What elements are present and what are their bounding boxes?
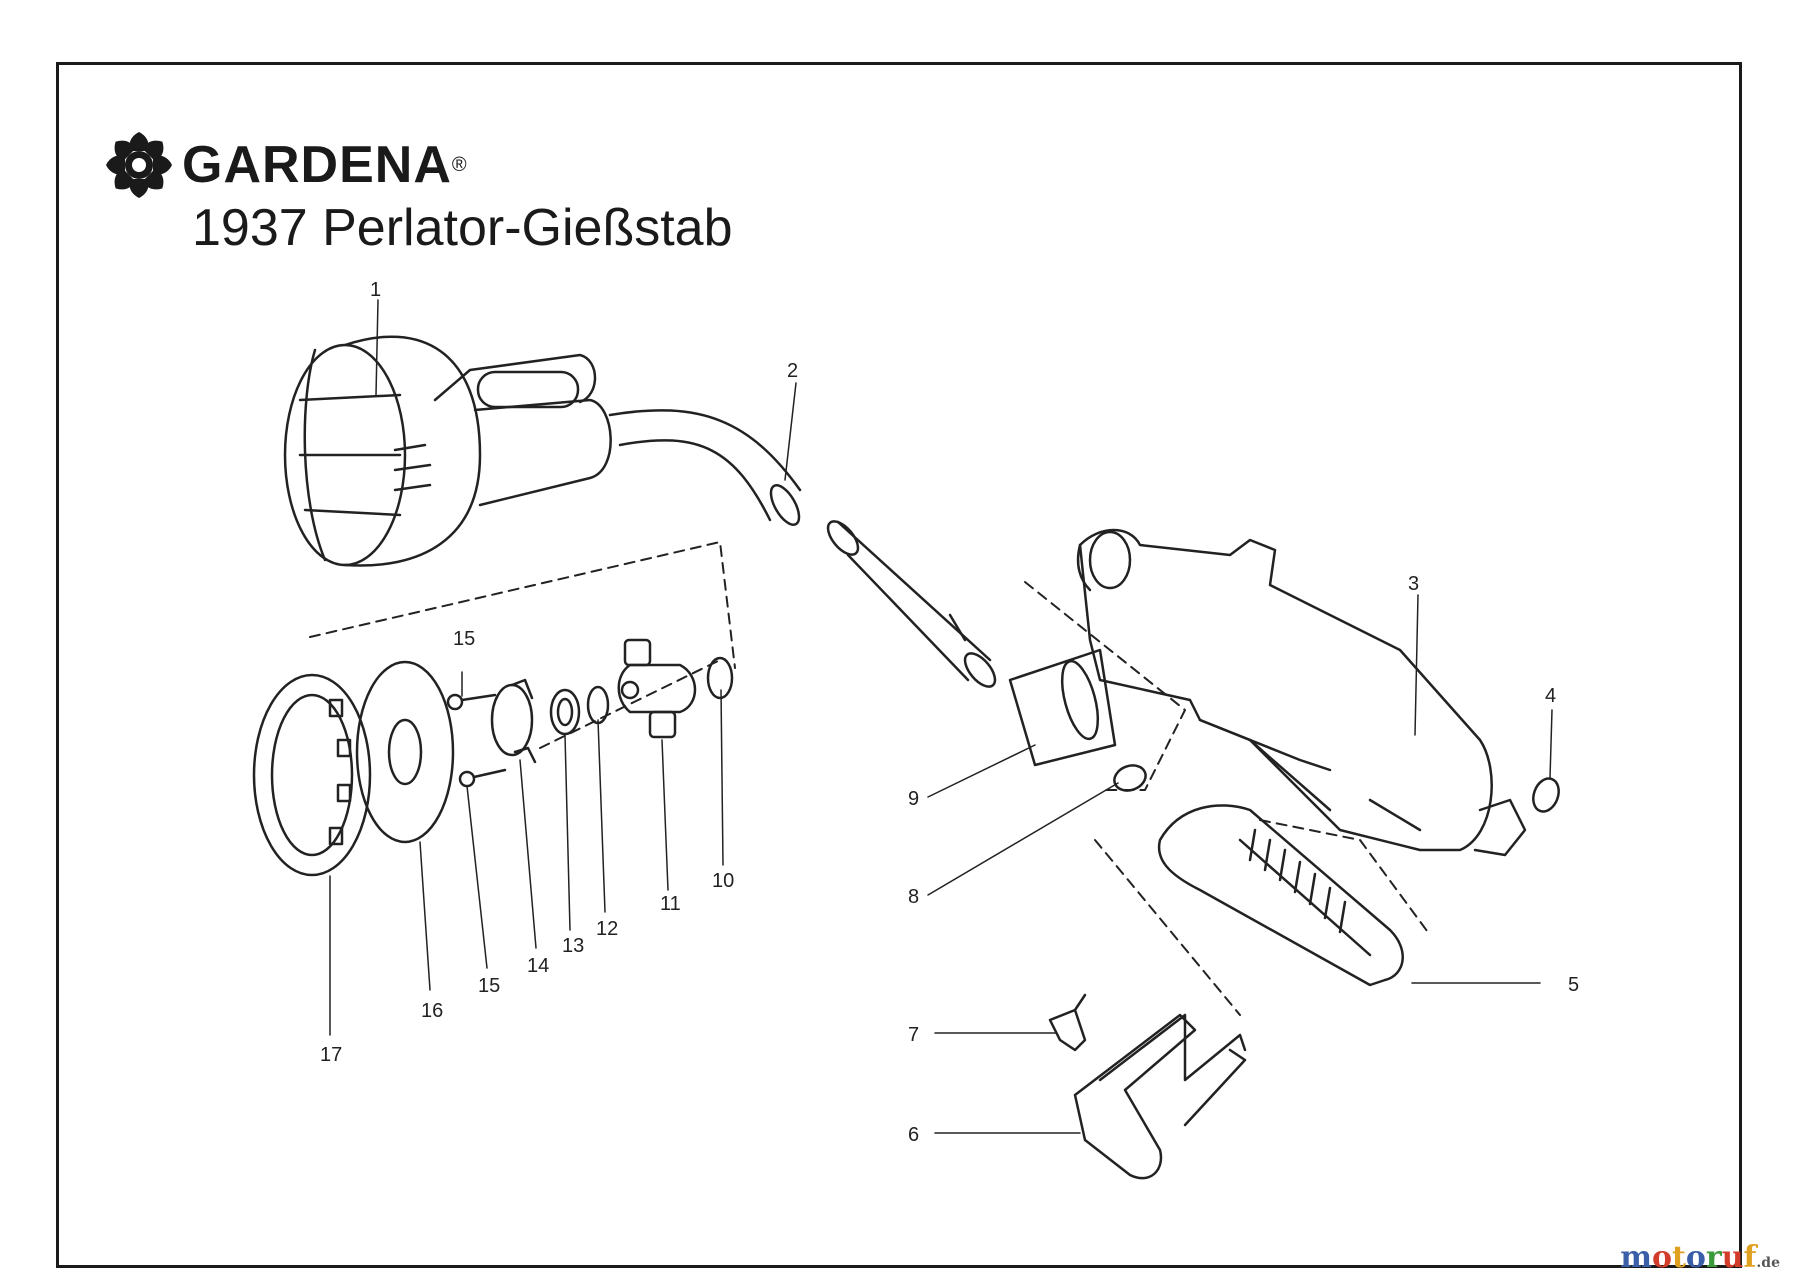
assembly-lines <box>309 541 1431 1016</box>
leader-lines <box>329 299 1553 1134</box>
part-15-screw-upper <box>446 693 497 711</box>
part-9-filter <box>1008 648 1117 767</box>
part-5-trigger <box>1157 804 1404 987</box>
watermark-letter: t <box>1672 1240 1686 1275</box>
drawing-frame <box>56 62 1742 1268</box>
callout-14: 14 <box>527 955 549 977</box>
gardena-logo: GARDENA® <box>104 130 467 200</box>
callout-12: 12 <box>596 918 618 940</box>
motoruf-watermark: motoruf.de <box>1620 1240 1780 1275</box>
part-2-tube <box>608 409 997 688</box>
callout-4: 4 <box>1545 685 1556 707</box>
callout-6: 6 <box>908 1124 919 1146</box>
part-3-handle <box>1076 528 1527 857</box>
callout-5: 5 <box>1568 974 1579 996</box>
callout-13: 13 <box>562 935 584 957</box>
gardena-flower-icon <box>106 132 172 198</box>
page-title: 1937 Perlator-Gießstab <box>192 199 733 257</box>
brand-name: GARDENA <box>182 136 452 194</box>
callout-15-lower: 15 <box>478 975 500 997</box>
part-4-o-ring <box>1532 777 1560 813</box>
part-14-cap <box>490 678 537 764</box>
part-6-bracket <box>1073 1013 1247 1180</box>
part-11-valve <box>617 638 697 739</box>
part-12-o-ring <box>586 685 610 725</box>
callout-17: 17 <box>320 1044 342 1066</box>
watermark-letter: f <box>1743 1240 1757 1275</box>
callout-11: 11 <box>660 893 681 915</box>
part-10-o-ring <box>706 656 734 700</box>
callout-7: 7 <box>908 1024 919 1046</box>
watermark-letter: u <box>1721 1240 1744 1275</box>
callout-2: 2 <box>787 360 798 382</box>
part-1-shower-head <box>283 335 612 567</box>
registered-mark: ® <box>451 153 467 176</box>
part-7-clip <box>1048 993 1087 1052</box>
watermark-letter: o <box>1652 1240 1673 1275</box>
part-13-perlator <box>549 688 581 736</box>
callout-16: 16 <box>421 1000 443 1022</box>
callout-10: 10 <box>712 870 734 892</box>
callout-9: 9 <box>908 788 919 810</box>
part-15-screw-lower <box>458 768 507 788</box>
callout-3: 3 <box>1408 573 1419 595</box>
part-8-o-ring <box>1113 764 1147 792</box>
watermark-letter: o <box>1685 1240 1706 1275</box>
watermark-suffix: .de <box>1756 1255 1780 1271</box>
callout-15-upper: 15 <box>453 628 475 650</box>
part-17-ring-nut <box>252 673 372 877</box>
callout-1: 1 <box>370 279 381 301</box>
part-16-disc <box>355 660 455 844</box>
watermark-letter: r <box>1705 1240 1722 1275</box>
callout-8: 8 <box>908 886 919 908</box>
watermark-letter: m <box>1620 1240 1652 1275</box>
